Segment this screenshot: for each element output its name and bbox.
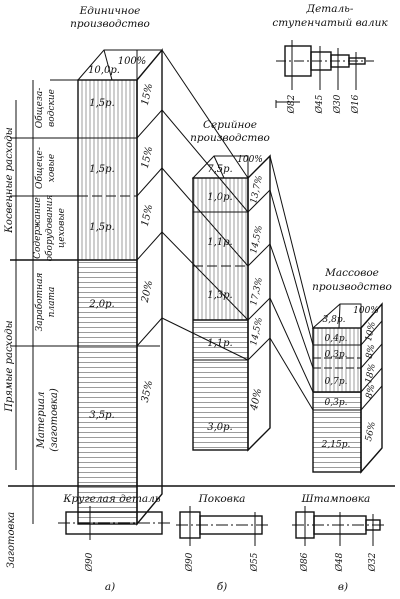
column-a-cost-5: 3,5р. [89,410,114,421]
column-c-pct-5: 56% [364,421,378,443]
column-a-pct-2: 15% [140,145,155,169]
column-b-cost-2: 1,1р. [207,237,232,248]
column-c-pct-3: 18% [364,363,378,385]
column-c-pct-2: 8% [365,344,378,360]
blank-b-dim-1: Ø90 [184,552,195,572]
blank-c-dim-1: Ø86 [299,552,310,572]
column-b-top-cost: 7,5р. [207,164,232,175]
column-b-cost-5: 3,0р. [207,422,232,433]
blank-c-label: Штамповка [301,493,371,505]
label-wages-1: Заработная [34,273,45,332]
part-drawing [275,40,374,108]
column-b-cost-4: 1,1р. [207,338,232,349]
column-b-title-1: Серийное [203,119,257,131]
blank-b-dim-2: Ø55 [249,552,260,572]
part-title-1: Деталь- [306,3,354,15]
blank-a-label: Кругелая деталь [62,493,160,505]
blank-a-dim-1: Ø90 [84,552,95,572]
column-a-cost-2: 1,5р. [89,164,114,175]
part-dim-1: Ø82 [286,94,297,114]
part-title-2: ступенчатый валик [272,17,388,29]
column-a-cost-4: 2,0р. [88,299,114,310]
column-b-cost-3: 1,3р. [207,290,232,301]
column-b-pct-3: 17,3% [249,277,265,307]
column-b-pct-2: 14,5% [249,225,265,255]
column-a-top-cost: 10,0р. [88,65,120,76]
label-overhead-plant-2: водские [47,89,57,127]
blank-b-label: Поковка [198,493,246,505]
blank-c-dim-2: Ø48 [334,552,345,572]
column-c-title-1: Массовое [324,267,379,279]
column-c [311,302,383,474]
blank-drawings [8,485,395,546]
column-b-top-pct: 100% [237,155,263,165]
label-overhead-shop-1: Общеце- [34,147,45,189]
column-c-cost-3: 0,7р. [325,377,348,387]
column-a-pct-1: 15% [140,82,155,106]
column-a-pct-3: 15% [140,203,155,227]
column-c-cost-1: 0,4р. [325,334,348,344]
column-a-cost-1: 1,5р. [89,98,114,109]
label-overhead-plant-1: Общеза- [34,88,45,129]
column-c-top-pct: 100% [353,306,379,316]
figure-letter-a: а) [105,581,115,593]
column-a-pct-5: 35% [140,379,155,403]
figure-letter-c: в) [338,581,348,593]
label-direct-costs: Прямые расходы [4,320,15,412]
label-equipment-3: цеховые [57,208,67,248]
column-c-cost-5: 2,15р. [321,440,351,450]
column-b-title-2: производство [190,132,270,144]
column-c-cost-4: 0,3р. [325,398,348,408]
column-c-cost-2: 0,3р. [325,350,348,360]
column-c-title-2: производство [312,281,392,293]
label-material-1: Материал [36,392,47,450]
column-c-pct-1: 10% [364,321,378,343]
label-equipment-2: оборудования [44,195,55,262]
label-overhead-shop-2: ховые [47,154,57,182]
label-wages-2: плата [47,287,57,318]
part-dim-2: Ø45 [314,94,325,114]
column-a-title-1: Единичное [79,5,141,17]
column-a-cost-3: 1,5р. [89,222,114,233]
column-b-cost-1: 1,0р. [207,192,232,203]
column-a-top-pct: 100% [118,56,147,67]
label-indirect-costs: Косвенные расходы [4,127,15,234]
column-c-pct-4: 8% [365,384,378,400]
label-blank: Заготовка [6,512,17,569]
label-equipment-1: Содержание [33,197,43,259]
blank-c-dim-3: Ø32 [367,552,378,572]
figure-letter-b: б) [217,581,228,593]
column-a-pct-4: 20% [140,279,156,304]
column-a-title-2: производство [70,18,150,30]
connector-lines [137,49,314,411]
part-dim-3: Ø30 [332,94,343,114]
column-b-pct-5: 40% [249,387,265,412]
column-b-pct-1: 13,7% [249,175,265,205]
column-b-pct-4: 14,5% [249,317,265,347]
column-a [76,48,163,526]
column-c-top-cost: 3,8р. [323,315,346,325]
part-dim-4: Ø16 [350,94,361,114]
left-brackets [10,79,78,524]
label-material-2: (заготовка) [49,388,60,452]
